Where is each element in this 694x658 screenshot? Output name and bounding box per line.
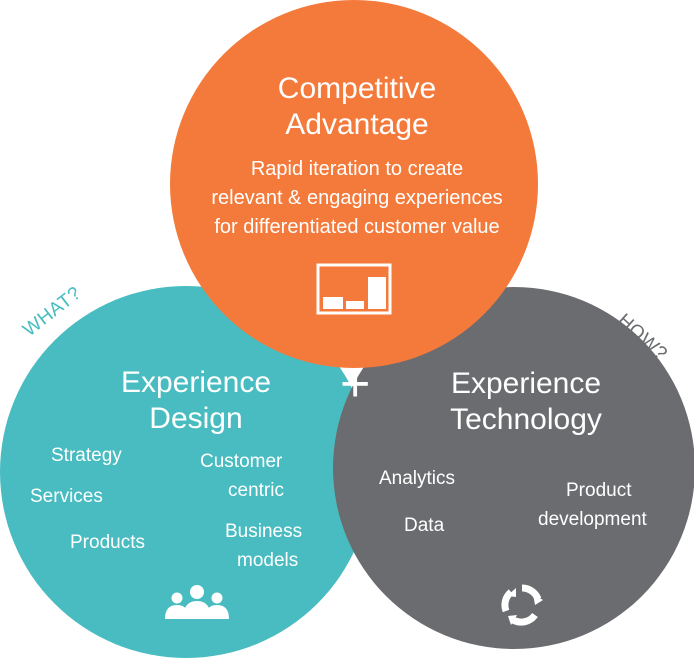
cycle-arrows-icon [501,584,543,626]
technology-item-product: Product [566,480,632,501]
technology-title-line2: Technology [450,403,602,436]
competitive-desc-line1: Rapid iteration to create [250,158,464,180]
technology-title-line1: Experience [450,367,602,400]
competitive-title-line2: Advantage [285,108,429,141]
design-item-services: Services [30,486,103,507]
design-item-strategy: Strategy [51,445,122,466]
technology-item-data: Data [404,515,445,536]
technology-item-analytics: Analytics [379,468,456,489]
competitive-desc-line3: for differentiated customer value [214,216,500,238]
plus-sign: + [340,355,371,413]
people-group-icon [165,585,229,619]
design-title-line1: Experience [120,366,272,399]
competitive-title-line1: Competitive [277,72,437,105]
design-title-line2: Design [149,402,243,435]
competitive-desc-line2: relevant & engaging experiences [211,187,503,209]
design-item-customer: Customer [200,451,283,472]
design-item-centric: centric [228,480,284,501]
design-item-business: Business [225,521,303,542]
design-item-products: Products [70,532,145,553]
design-item-models: models [237,550,299,571]
bar-chart-icon [316,263,392,315]
technology-item-development: development [538,509,647,530]
